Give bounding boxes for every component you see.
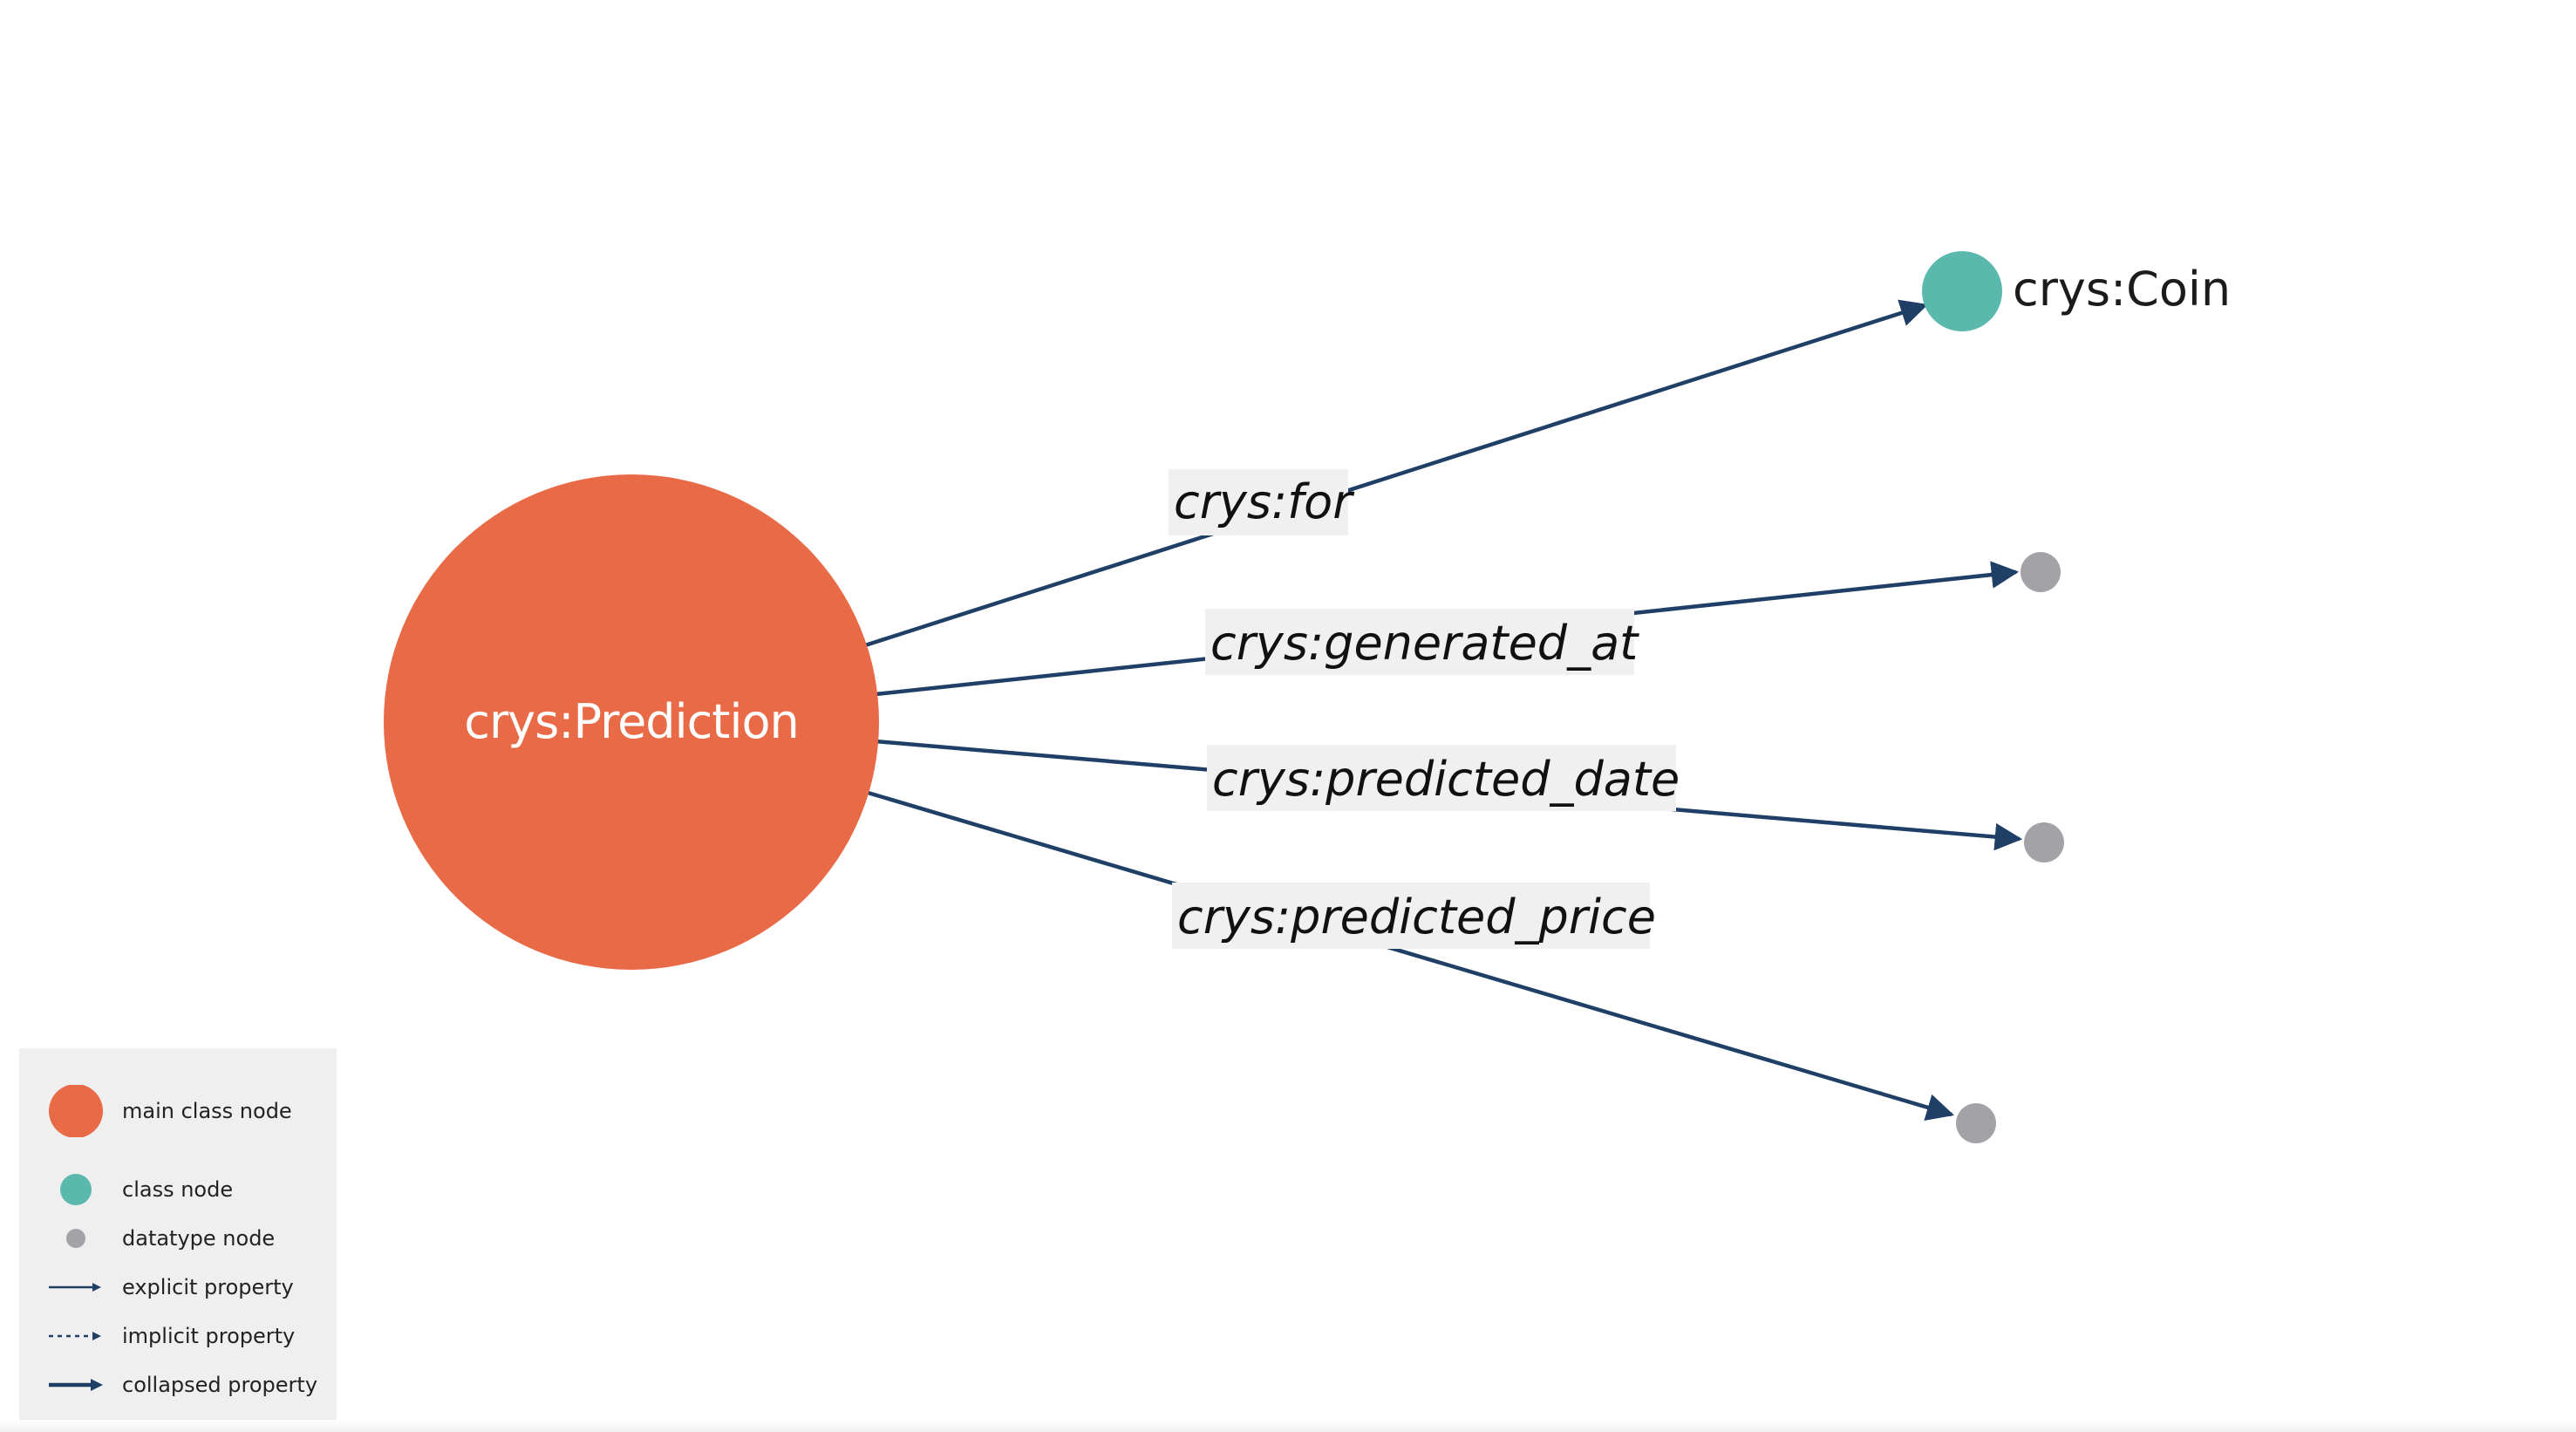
class-node-icon [60,1174,92,1205]
legend-item-label: datatype node [122,1226,276,1251]
implicit-arrow-icon [49,1332,101,1340]
datatype-node-3[interactable] [1956,1103,1996,1143]
datatype-node-1[interactable] [2021,552,2061,592]
main-class-node[interactable]: crys:Prediction [384,474,879,970]
edge-label-generated-at[interactable]: crys:generated_at [1205,609,1639,675]
legend-item-collapsed: collapsed property [19,1367,337,1402]
explicit-arrow-icon [49,1283,101,1292]
collapsed-arrow-icon [49,1379,103,1391]
main-class-node-label: crys:Prediction [464,694,798,749]
edge-label-predicted-price[interactable]: crys:predicted_price [1172,883,1656,949]
main-class-node-icon [49,1085,103,1137]
legend-item-explicit: explicit property [19,1270,337,1305]
legend-item-label: explicit property [122,1275,294,1299]
datatype-node-icon [66,1229,85,1248]
nodes: crys:Prediction crys:Coin [384,251,2231,1143]
class-node-coin-label: crys:Coin [2013,262,2231,317]
legend-item-label: implicit property [122,1324,296,1348]
legend-item-label: main class node [122,1099,292,1123]
edge-label-for[interactable]: crys:for [1169,469,1354,535]
legend-item-datatype: datatype node [19,1221,337,1256]
edge-predicted-price[interactable] [864,789,1955,1122]
legend-item-label: collapsed property [122,1373,318,1397]
legend-item-main-class: main class node [19,1085,337,1137]
edge-label-predicted-date-text: crys:predicted_date [1212,752,1680,807]
edge-labels: crys:for crys:generated_at crys:predicte… [1169,469,1680,949]
bottom-fade [0,1420,2576,1432]
legend-item-label: class node [122,1177,234,1202]
edges [864,299,2023,1122]
legend-item-class: class node [19,1172,337,1207]
edge-label-generated-at-text: crys:generated_at [1210,616,1639,671]
legend: main class node class node datatype node… [19,1048,337,1429]
edge-label-for-text: crys:for [1174,474,1354,529]
legend-item-implicit: implicit property [19,1319,337,1354]
class-node-coin[interactable]: crys:Coin [1922,251,2231,331]
edge-label-predicted-date[interactable]: crys:predicted_date [1207,745,1680,811]
edge-for[interactable] [864,299,1928,648]
datatype-node-2[interactable] [2024,822,2064,863]
edge-label-predicted-price-text: crys:predicted_price [1177,890,1656,944]
